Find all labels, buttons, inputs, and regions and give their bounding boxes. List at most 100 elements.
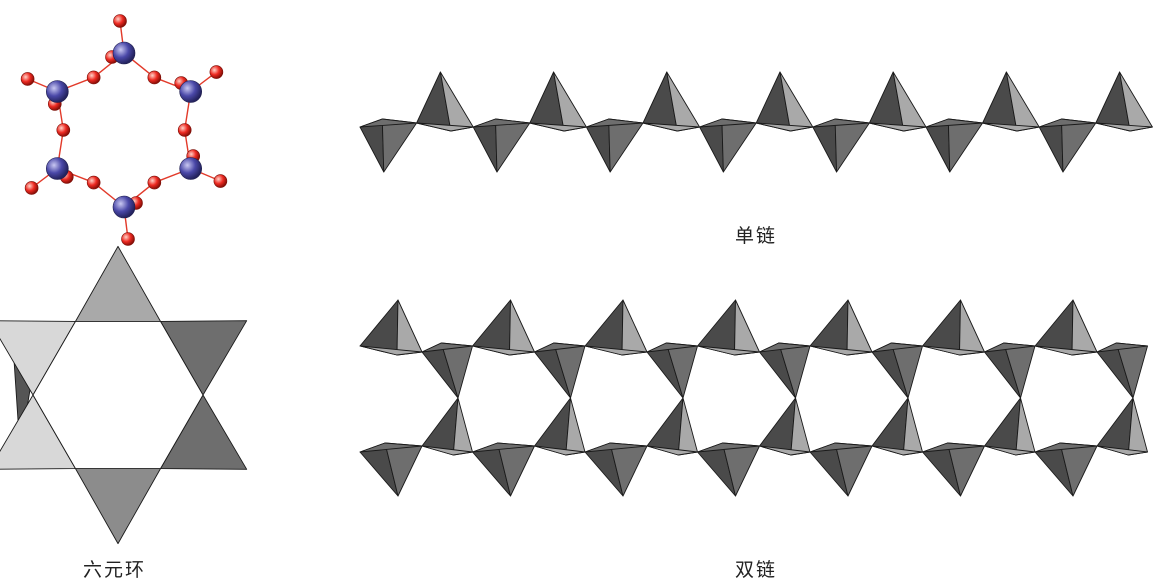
single-chain-tetrahedron: [585, 118, 644, 173]
double-chain-tetrahedron-upper-link: [1096, 342, 1148, 399]
silicon-atom: [179, 80, 202, 103]
tetrahedron-base-face: [755, 122, 814, 132]
tetrahedron-base-face: [534, 342, 586, 353]
double-chain-svg: [359, 299, 1148, 497]
double-chain-tetrahedron-top: [809, 299, 873, 356]
single-chain-tetrahedron: [359, 118, 418, 173]
tetrahedron-face-light: [834, 118, 870, 173]
oxygen-atom: [113, 14, 127, 28]
tetrahedron-face-light: [846, 299, 873, 356]
double-chain-tetrahedron-top: [922, 299, 985, 356]
single-chain-tetrahedron: [529, 71, 587, 132]
tetrahedron-base-face: [1096, 445, 1148, 456]
double-chain-tetrahedron-bottom: [809, 442, 873, 497]
single-chain-tetrahedron: [472, 118, 531, 173]
tetrahedron-base-face: [359, 442, 423, 453]
silicon-atom: [112, 41, 136, 65]
tetrahedron-face-light: [1061, 118, 1097, 173]
tetrahedron-base-face: [1096, 342, 1148, 353]
tetrahedron-base-face: [697, 442, 760, 453]
oxygen-atom: [147, 70, 162, 85]
tetrahedron-base-face: [984, 342, 1036, 353]
double-chain-tetrahedron-upper-link: [871, 342, 923, 399]
single-chain-tetrahedron: [1095, 71, 1153, 132]
double-chain-tetrahedron-top: [1034, 299, 1098, 356]
tetrahedron-base-face: [472, 442, 535, 453]
tetrahedron-base-face: [871, 445, 923, 456]
oxygen-atom: [86, 175, 101, 190]
double-chain-tetrahedron-top: [359, 299, 423, 356]
oxygen-atom: [86, 70, 101, 85]
six-ring-label: 六元环: [83, 559, 147, 581]
tetrahedron-base-face: [472, 345, 535, 356]
silicon-atom: [179, 157, 202, 180]
oxygen-atom: [177, 123, 192, 137]
single-chain-tetrahedron: [812, 118, 870, 173]
tetrahedron-base-face: [1038, 118, 1097, 128]
tetrahedron-face-light: [734, 299, 760, 356]
single-chain-tetrahedron: [755, 71, 814, 132]
tetrahedron-base-face: [1095, 122, 1153, 132]
oxygen-atom: [209, 65, 224, 79]
tetrahedron-base-face: [646, 342, 698, 353]
oxygen-atom: [147, 175, 162, 190]
tetrahedron-base-face: [421, 445, 473, 456]
tetrahedron-base-face: [646, 445, 698, 456]
tetrahedron-base-face: [984, 445, 1036, 456]
double-chain-tetrahedron-lower-link: [1096, 397, 1148, 456]
tetrahedron-base-face: [759, 342, 811, 353]
tetrahedron-base-face: [812, 118, 870, 128]
silicon-atom: [112, 195, 136, 219]
double-chain-tetrahedron-upper-link: [646, 342, 698, 399]
single-chain-tetrahedron: [982, 71, 1040, 132]
tetrahedron-base-face: [529, 122, 587, 132]
double-chain-tetrahedron-upper-link: [421, 342, 473, 399]
double-chain-tetrahedron-lower-link: [421, 397, 473, 456]
double-chain-tetrahedron-upper-link: [534, 342, 586, 399]
oxygen-atom: [121, 232, 135, 246]
tetrahedron-face-light: [396, 299, 423, 356]
tetrahedron-face-light: [495, 118, 531, 173]
tetrahedron-base-face: [416, 122, 474, 132]
single-chain-label: 单链: [735, 225, 778, 247]
tetrahedron-base-face: [922, 442, 985, 453]
double-chain-tetrahedron-lower-link: [646, 397, 698, 456]
double-chain-tetrahedron-bottom: [584, 442, 648, 497]
tetrahedron-face-light: [381, 118, 418, 173]
tetrahedron-base-face: [871, 342, 923, 353]
ring-center: [32, 320, 204, 470]
double-chain-tetrahedron-lower-link: [759, 397, 811, 456]
silicon-atom: [46, 157, 69, 180]
tetrahedron-base-face: [697, 345, 760, 356]
double-chain-tetrahedron-lower-link: [534, 397, 586, 456]
double-chain-tetrahedron-bottom: [922, 442, 985, 497]
double-chain-tetrahedron-lower-link: [984, 397, 1036, 456]
tetrahedron-base-face: [359, 345, 423, 356]
tetrahedron-face-light: [509, 299, 535, 356]
tetrahedron-face-light: [947, 118, 984, 173]
double-chain-model: [350, 288, 1150, 508]
double-chain-label: 双链: [735, 559, 778, 581]
single-chain-tetrahedron: [1038, 118, 1097, 173]
double-chain-tetrahedron-bottom: [697, 442, 760, 497]
ball-stick-ring-model: [0, 0, 250, 260]
single-chain-tetrahedron: [642, 71, 701, 132]
double-chain-tetrahedron-upper-link: [759, 342, 811, 399]
double-chain-tetrahedron-top: [584, 299, 648, 356]
tetrahedron-face-light: [621, 299, 648, 356]
double-chain-tetrahedron-top: [472, 299, 535, 356]
tetrahedron-base-face: [1034, 442, 1098, 453]
tetrahedron-base-face: [584, 345, 648, 356]
double-chain-tetrahedron-top: [697, 299, 760, 356]
tetrahedron-base-face: [759, 445, 811, 456]
ring-tetrahedron: [75, 468, 161, 545]
ball-stick-svg: [20, 14, 228, 246]
tetrahedron-base-face: [925, 118, 984, 128]
oxygen-atom: [213, 174, 228, 188]
double-chain-tetrahedron-bottom: [472, 442, 535, 497]
oxygen-atom: [20, 72, 35, 86]
oxygen-atom: [56, 123, 71, 137]
tetrahedron-base-face: [982, 122, 1040, 132]
oxygen-atom: [24, 181, 39, 195]
single-chain-svg: [359, 71, 1153, 173]
